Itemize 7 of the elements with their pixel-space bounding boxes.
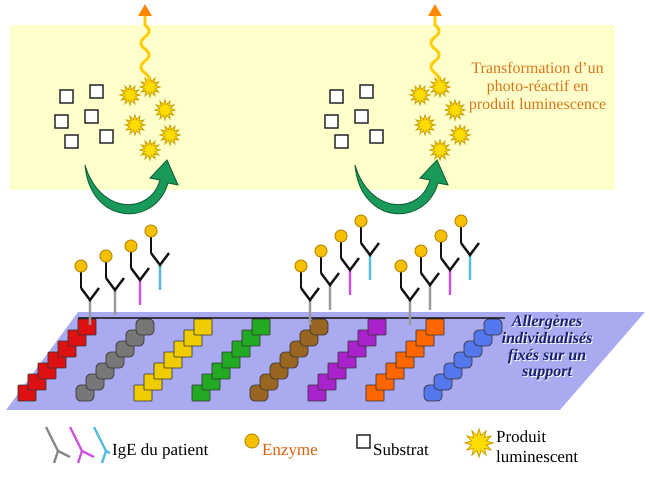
- support-text: Allergènes individualisés fixés sur un support: [500, 314, 594, 382]
- legend-text: Enzyme: [262, 440, 318, 460]
- legend-text: IgE du patient: [112, 440, 208, 460]
- legend-text: Substrat: [373, 440, 429, 460]
- reaction-panel: [10, 25, 615, 190]
- panel-text: Transformation d’un photo-réactif en produit luminescence: [468, 60, 608, 114]
- legend-text: Produit luminescent: [496, 427, 580, 468]
